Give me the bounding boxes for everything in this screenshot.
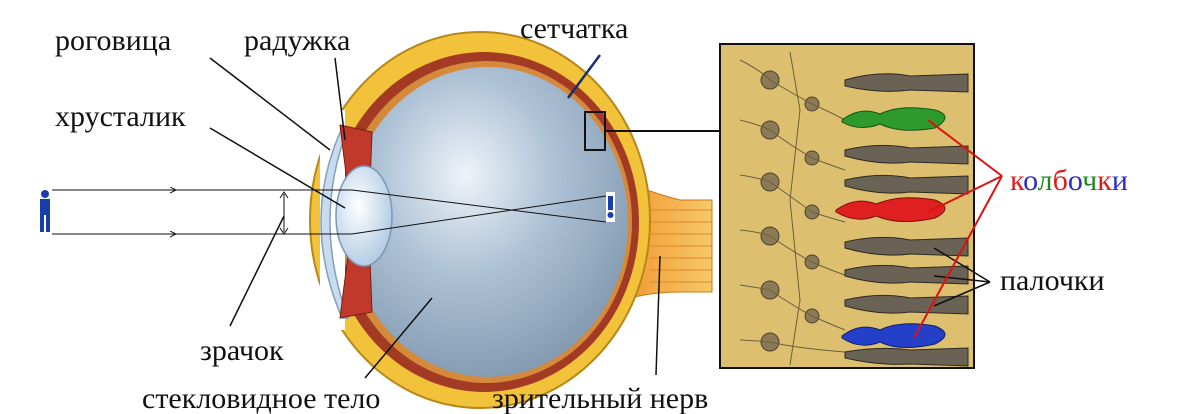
vitreous-body bbox=[348, 67, 628, 377]
cones-letter: и bbox=[1112, 164, 1128, 197]
nerve-fibers bbox=[650, 209, 712, 283]
label-pupil: зрачок bbox=[200, 334, 284, 367]
label-retina: сетчатка bbox=[520, 12, 628, 45]
leader-lines bbox=[209, 57, 991, 379]
cone-green bbox=[841, 107, 946, 131]
leader-vitreous bbox=[364, 297, 433, 379]
rod bbox=[844, 347, 969, 367]
cones-letter: о bbox=[1023, 164, 1038, 197]
leader-rod-2 bbox=[933, 275, 991, 283]
leader-cornea bbox=[209, 57, 331, 151]
object-figure bbox=[40, 190, 50, 232]
leader-retina bbox=[566, 54, 602, 99]
label-iris: радужка bbox=[244, 24, 350, 57]
leader-rod-3 bbox=[933, 281, 991, 307]
cones-letter: б bbox=[1053, 164, 1068, 197]
label-lens: хрусталик bbox=[55, 100, 186, 133]
label-vitreous: стекловидное тело bbox=[142, 382, 380, 414]
rod bbox=[844, 294, 969, 315]
rod bbox=[844, 73, 969, 93]
leader-iris bbox=[334, 57, 346, 141]
cones-letter: к bbox=[1010, 164, 1025, 197]
cones-letter: л bbox=[1038, 164, 1053, 197]
light-rays bbox=[52, 190, 607, 234]
rod bbox=[844, 264, 969, 285]
rod bbox=[844, 174, 969, 195]
rod bbox=[844, 144, 969, 165]
cone-red bbox=[835, 197, 946, 222]
cone-leaders bbox=[913, 119, 1003, 339]
label-cones: колбочки bbox=[1010, 164, 1128, 197]
retina-detail-panel bbox=[719, 43, 975, 369]
leader-lens bbox=[209, 127, 346, 209]
label-cornea: роговица bbox=[55, 24, 171, 57]
leader-rod-1 bbox=[933, 247, 991, 283]
cones-letter: к bbox=[1097, 164, 1112, 197]
retina-image-figure bbox=[606, 192, 615, 222]
cones-letter: о bbox=[1068, 164, 1082, 197]
label-optic-nerve: зрительный нерв bbox=[492, 382, 708, 414]
cones-letter: ч bbox=[1082, 164, 1097, 197]
front-cut bbox=[320, 110, 345, 330]
label-rods: палочки bbox=[1000, 264, 1105, 297]
rods-group bbox=[844, 73, 969, 367]
eye-cross-section bbox=[309, 31, 720, 409]
neuron-connections bbox=[739, 51, 846, 366]
leader-pupil bbox=[229, 215, 285, 327]
rod bbox=[844, 236, 969, 257]
lens-shape bbox=[335, 165, 393, 267]
leader-optic-nerve bbox=[655, 255, 661, 376]
